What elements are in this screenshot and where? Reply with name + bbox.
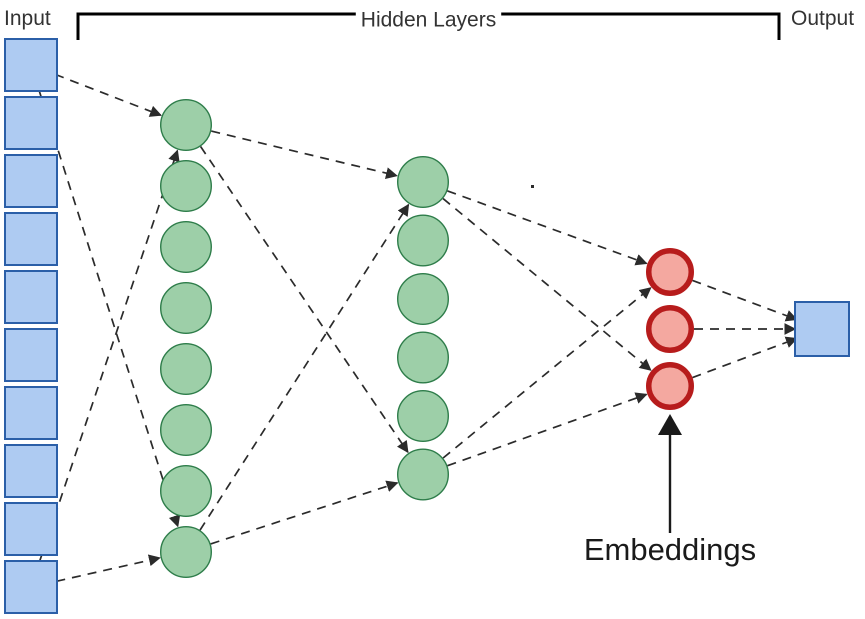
embeddings-callout-arrow <box>658 414 682 533</box>
input-label: Input <box>4 7 51 30</box>
hidden-layer-1-node-2[interactable] <box>159 220 212 273</box>
connection-line <box>692 336 798 379</box>
input-layer-node-7[interactable] <box>4 444 58 498</box>
hidden-layer-2-node-4[interactable] <box>397 390 450 443</box>
input-layer-node-9[interactable] <box>4 560 58 614</box>
hidden-layer-2-node-0[interactable] <box>397 155 450 208</box>
hidden-layer-2-node-1[interactable] <box>397 214 450 267</box>
stray-marks <box>531 185 534 188</box>
hidden-layer-1-node-0[interactable] <box>159 98 212 151</box>
connection-line <box>210 480 399 545</box>
input-layer-node-4[interactable] <box>4 270 58 324</box>
hidden-label-backdrop <box>355 6 502 34</box>
connection-line <box>447 392 648 467</box>
connection-line <box>442 197 652 371</box>
embedding-layer-node-0[interactable] <box>646 248 694 296</box>
connection-line <box>56 554 161 583</box>
hidden-layer-1-node-6[interactable] <box>159 465 212 518</box>
input-layer-node-1[interactable] <box>4 96 58 150</box>
embeddings-arrow-head <box>658 414 682 435</box>
connection-line <box>442 287 652 459</box>
connection-line <box>199 203 410 531</box>
embedding-layer-node-1[interactable] <box>646 305 694 353</box>
stray-mark <box>531 185 534 188</box>
hidden-layers-label: Hidden Layers <box>361 9 496 32</box>
output-label: Output <box>791 7 854 30</box>
hidden-layer-2-node-3[interactable] <box>397 331 450 384</box>
embeddings-label: Embeddings <box>584 532 756 567</box>
hidden-layer-2-node-5[interactable] <box>397 448 450 501</box>
input-layer-node-5[interactable] <box>4 328 58 382</box>
connection-line <box>447 190 648 266</box>
input-layer-node-6[interactable] <box>4 386 58 440</box>
hidden-layer-1-node-1[interactable] <box>159 159 212 212</box>
hidden-layer-1-node-5[interactable] <box>159 404 212 457</box>
connection-line <box>692 279 798 322</box>
input-layer-node-8[interactable] <box>4 502 58 556</box>
hidden-layer-1-node-4[interactable] <box>159 343 212 396</box>
connection-lines <box>38 73 798 583</box>
connection-line <box>199 146 409 454</box>
hidden-layer-2-node-2[interactable] <box>397 273 450 326</box>
hidden-layer-1-node-7[interactable] <box>159 526 212 579</box>
embedding-layer-node-2[interactable] <box>646 362 694 410</box>
output-layer-node-0[interactable] <box>794 301 850 357</box>
connection-line <box>54 73 162 117</box>
connection-line <box>38 149 180 563</box>
input-layer-node-2[interactable] <box>4 154 58 208</box>
connection-line <box>211 130 398 179</box>
input-layer-node-3[interactable] <box>4 212 58 266</box>
connection-line <box>38 89 181 528</box>
hidden-layer-1-node-3[interactable] <box>159 282 212 335</box>
network-nodes <box>4 38 850 614</box>
input-layer-node-0[interactable] <box>4 38 58 92</box>
